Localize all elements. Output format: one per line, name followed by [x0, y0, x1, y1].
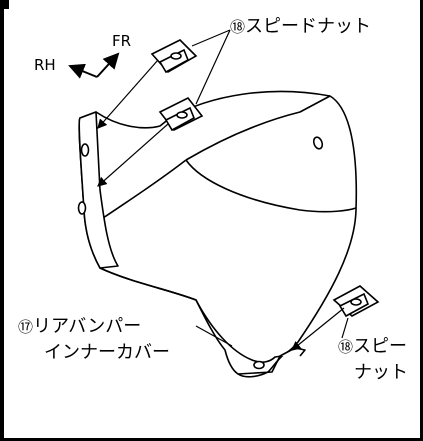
- inner-cover-part: [77, 90, 358, 378]
- speed-nut-bottom-callout-line2: ナット: [354, 362, 408, 383]
- frame-corner-tab: [0, 0, 9, 9]
- speed-nut-top-callout: ⑱スピードナット: [230, 18, 371, 36]
- rh-arrow-icon: [68, 63, 98, 79]
- direction-indicator: [68, 52, 120, 79]
- fr-arrow-icon: [96, 52, 120, 78]
- fr-direction-label: FR: [112, 32, 132, 50]
- speed-nut-upper-a: [150, 39, 198, 74]
- frame-left-border: [0, 0, 4, 441]
- frame-right-border: [420, 0, 423, 441]
- callout-text: スピー: [353, 336, 408, 357]
- mount-hole-icon: [253, 360, 265, 370]
- bumper-cover-callout-line1: ⑰リアバンパー: [18, 318, 141, 336]
- mount-hole-icon: [80, 143, 90, 157]
- mount-hole-icon: [312, 136, 324, 150]
- callout-text: スピードナット: [245, 16, 372, 37]
- rh-direction-label: RH: [34, 56, 56, 74]
- speed-nut-lower: [332, 285, 380, 318]
- callout-number: ⑰: [18, 318, 34, 336]
- speed-nut-bottom-callout-line1: ⑱スピー: [338, 338, 407, 356]
- mount-hole-icon: [77, 201, 87, 215]
- leader-lines: [97, 29, 349, 351]
- callout-number: ⑱: [230, 18, 246, 36]
- speed-nut-upper-b: [158, 96, 204, 132]
- callout-text: リアバンパー: [33, 316, 142, 337]
- callout-number: ⑱: [338, 338, 354, 356]
- frame-bottom-border: [0, 438, 423, 441]
- bumper-cover-callout-line2: インナーカバー: [44, 342, 170, 363]
